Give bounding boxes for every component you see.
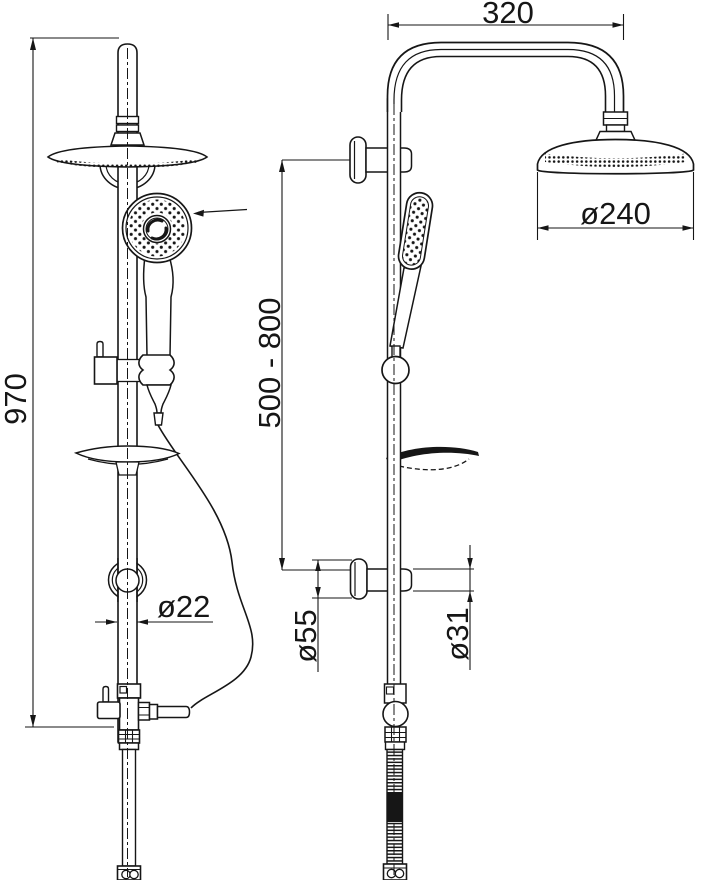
front-view: 970 xyxy=(0,37,254,880)
hand-shower-leader-arrow xyxy=(193,208,248,217)
dimension-pipe-diameter: ø22 xyxy=(95,589,213,625)
dimension-total-height: 970 xyxy=(0,37,119,728)
slider-bracket-front xyxy=(93,340,175,426)
hand-shower-hose-curve xyxy=(157,424,254,709)
lower-wall-bracket-side xyxy=(349,558,413,600)
dim-label-o22: ø22 xyxy=(157,589,210,624)
upper-wall-bracket-side xyxy=(349,136,413,184)
rain-head-nozzle-band-side xyxy=(545,153,686,167)
dim-label-320: 320 xyxy=(482,0,534,30)
side-view: 500 - 800 xyxy=(252,0,695,880)
hand-shower-side xyxy=(381,191,434,385)
diverter-side xyxy=(382,683,409,751)
diverter-valve-front xyxy=(96,683,191,751)
hand-shower-logo-swirl xyxy=(146,218,168,241)
dim-label-o240: ø240 xyxy=(580,196,651,231)
dimension-head-diameter: ø240 xyxy=(536,172,695,240)
dim-label-o55: ø55 xyxy=(288,609,323,662)
dimension-arm-reach: 320 xyxy=(387,0,625,40)
dimension-adjustable-range: 500 - 800 xyxy=(252,159,353,571)
dimension-escutcheon-diameter: ø55 xyxy=(288,559,352,672)
flexible-hose-side xyxy=(382,748,408,880)
soap-dish-side xyxy=(386,446,479,471)
dim-label-500-800: 500 - 800 xyxy=(252,298,287,429)
hand-shower-front xyxy=(121,192,193,357)
rain-head-nozzle-band xyxy=(54,158,201,169)
rain-head-side xyxy=(536,138,695,175)
dim-label-970: 970 xyxy=(0,373,33,425)
shower-arm-tube xyxy=(386,41,625,112)
supply-pipe-front xyxy=(116,748,142,880)
dimension-bracket-diameter: ø31 xyxy=(413,545,475,670)
dim-label-o31: ø31 xyxy=(440,607,475,660)
